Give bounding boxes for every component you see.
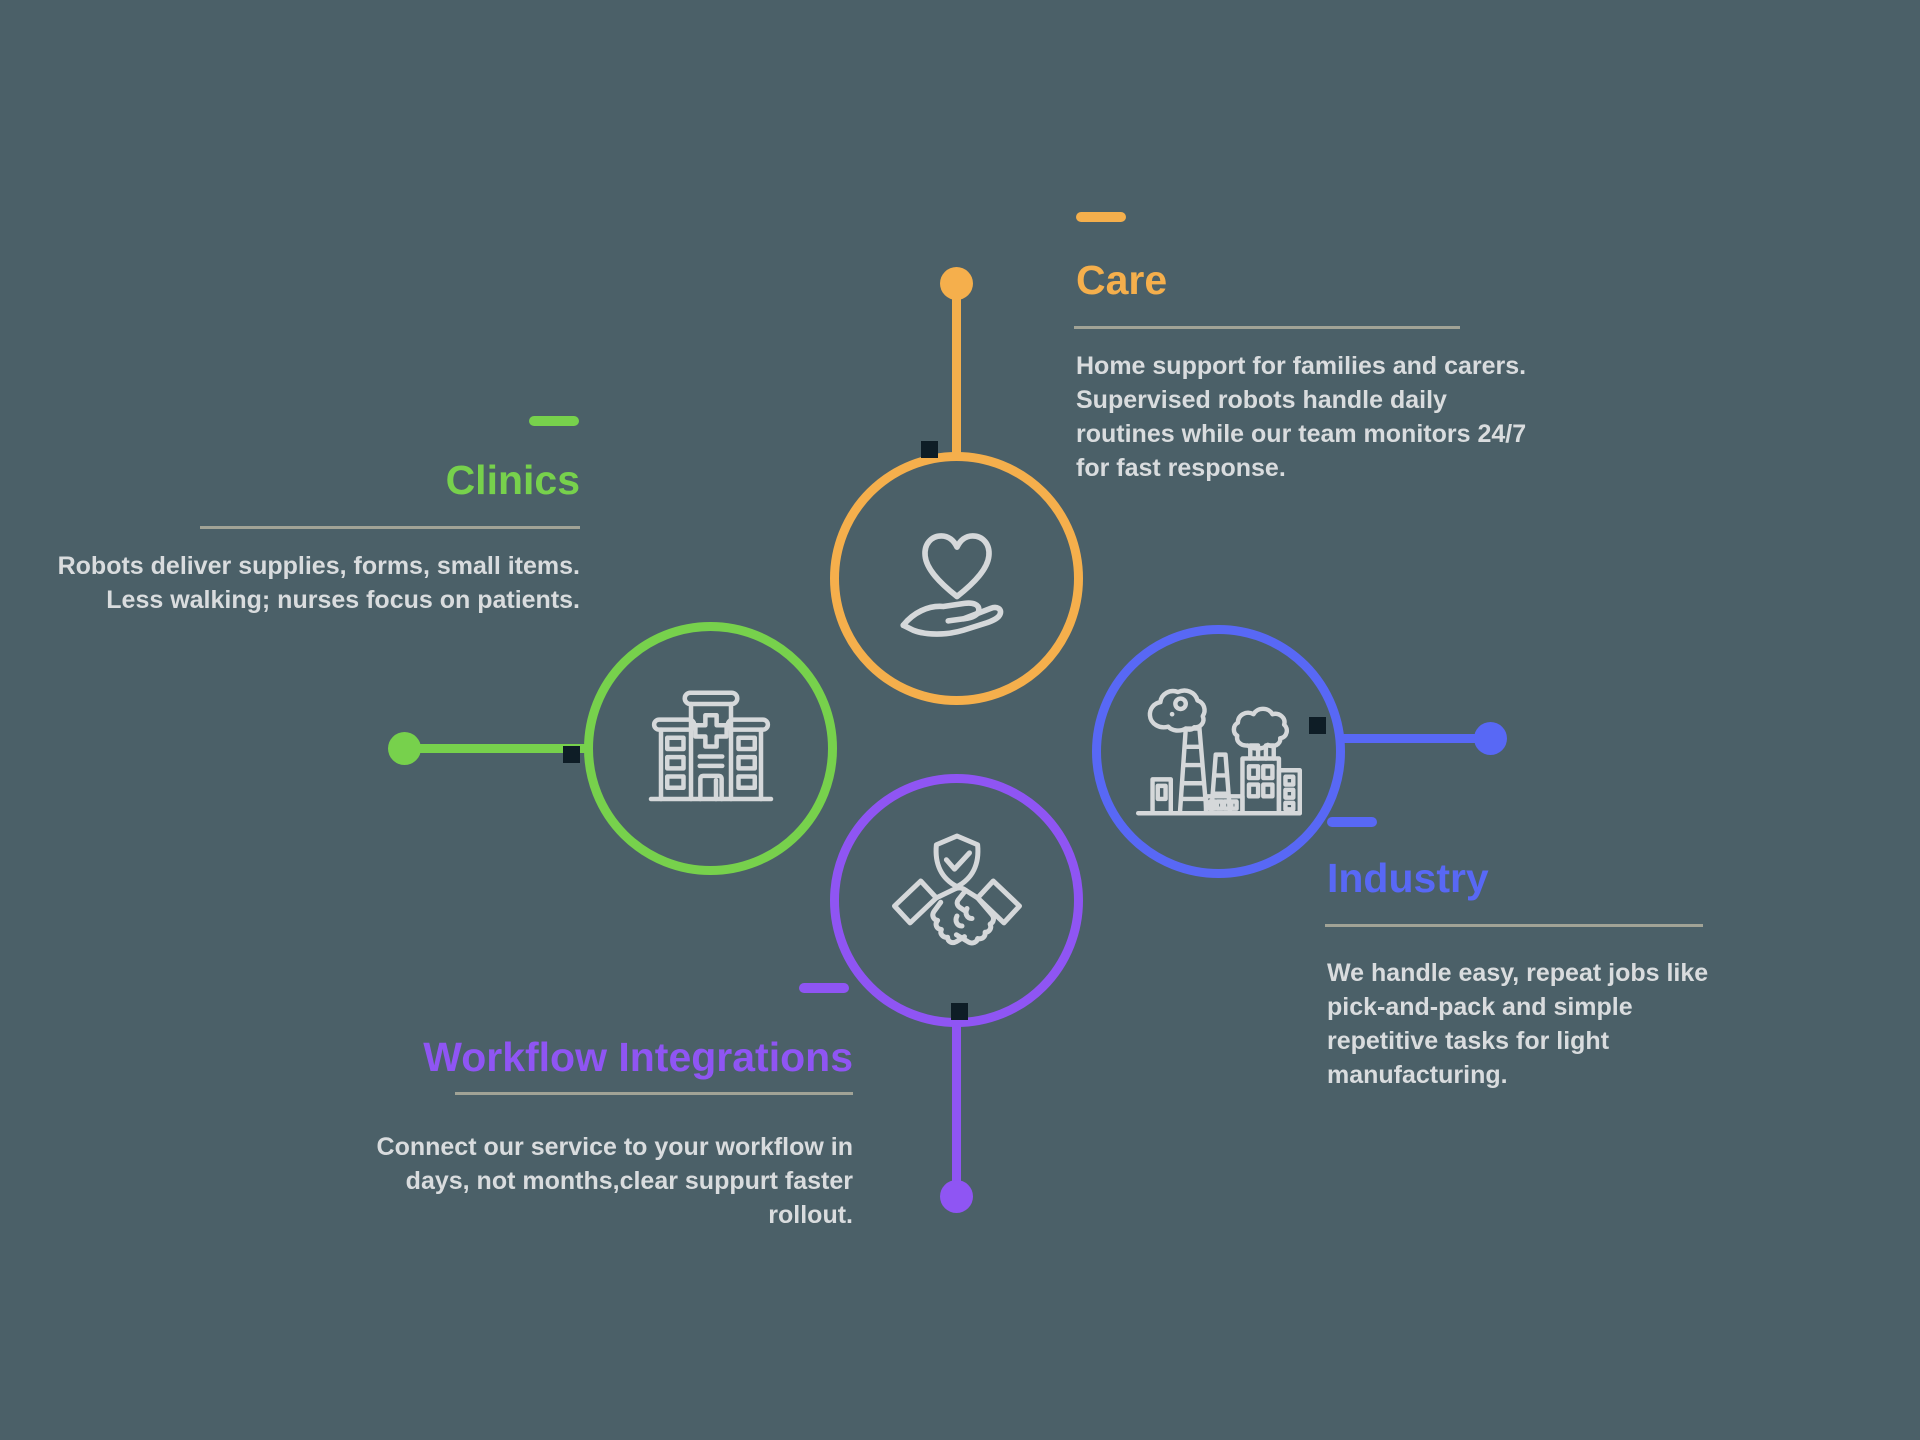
workflow-divider [455,1092,853,1095]
care-description: Home support for families and carers. Su… [1076,352,1527,482]
industry-title: Industry [1327,855,1489,901]
industry-divider [1325,924,1703,927]
industry-junction-node [1309,717,1326,734]
industry-circle [1092,625,1345,878]
workflow-description: Connect our service to your workflow in … [376,1133,853,1229]
clinics-accent-dash [529,416,579,426]
clinics-junction-node [563,746,580,763]
factory-icon [1135,687,1302,815]
care-connector-line [952,282,961,454]
clinics-description: Robots deliver supplies, forms, small it… [57,552,580,614]
industry-connector-line [1338,734,1486,743]
clinics-connector-line [404,744,589,753]
industry-description: We handle easy, repeat jobs like pick-an… [1327,959,1709,1089]
workflow-circle [830,774,1083,1027]
clinics-divider [200,526,580,529]
workflow-junction-node [951,1003,968,1020]
workflow-connector-dot [940,1180,973,1213]
handshake-shield-icon [891,833,1022,945]
care-divider [1074,326,1460,329]
care-title: Care [1076,257,1168,303]
heart-in-hand-icon [899,532,1003,637]
clinics-circle [584,622,837,875]
care-circle [830,452,1083,705]
industry-accent-dash [1327,817,1377,827]
workflow-connector-line [952,1025,961,1197]
hospital-icon [648,690,773,801]
care-junction-node [921,441,938,458]
workflow-accent-dash [799,983,849,993]
clinics-title: Clinics [445,457,580,503]
care-accent-dash [1076,212,1126,222]
workflow-title: Workflow Integrations [423,1034,853,1080]
